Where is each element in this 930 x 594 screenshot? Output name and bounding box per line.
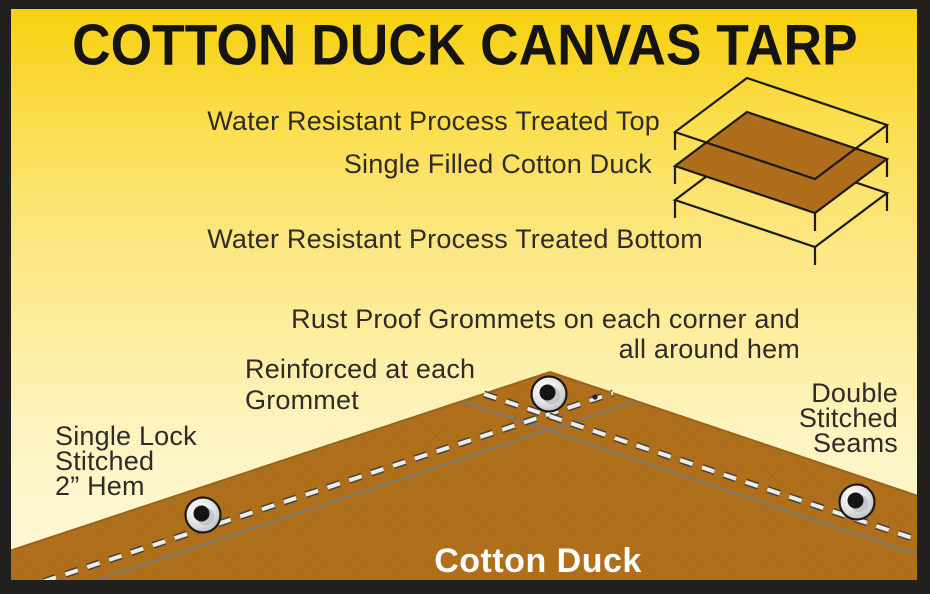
label-water-resistant-bottom: Water Resistant Process Treated Bottom bbox=[207, 224, 703, 254]
label-single-lock-hem: Single Lock Stitched 2” Hem bbox=[55, 421, 197, 501]
label-line: Double bbox=[811, 378, 898, 408]
page-title-text: COTTON DUCK CANVAS TARP bbox=[72, 12, 858, 78]
tarp-material-label: Cotton Duck bbox=[434, 542, 642, 580]
seam-line-left bbox=[51, 400, 638, 594]
label-line: Rust Proof Grommets on each corner and bbox=[291, 304, 800, 334]
seam-line-right bbox=[461, 400, 930, 560]
label-reinforced-grommet: Reinforced at each Grommet bbox=[245, 354, 475, 416]
label-line: Stitched bbox=[798, 403, 898, 433]
stitch-dashes-left bbox=[0, 391, 614, 594]
stitch-dot bbox=[592, 394, 598, 400]
label-single-filled-cotton-duck: Single Filled Cotton Duck bbox=[343, 149, 652, 179]
canvas-layers-icon bbox=[672, 76, 890, 265]
page-title: COTTON DUCK CANVAS TARP bbox=[0, 12, 930, 78]
layer-middle-legs bbox=[673, 159, 889, 231]
label-line: Grommet bbox=[245, 385, 359, 415]
label-line: Seams bbox=[812, 428, 898, 458]
label-line: 2” Hem bbox=[55, 471, 145, 501]
grommet-icon-top bbox=[530, 375, 568, 413]
grommet-icon-right bbox=[838, 483, 876, 521]
label-water-resistant-top: Water Resistant Process Treated Top bbox=[207, 106, 660, 136]
label-double-stitched-seams: Double Stitched Seams bbox=[798, 378, 898, 458]
tarp-corner bbox=[0, 370, 930, 594]
layer-top-legs bbox=[673, 125, 889, 150]
label-rust-proof-grommets: Rust Proof Grommets on each corner and a… bbox=[291, 304, 800, 364]
tarp-edge bbox=[0, 370, 930, 555]
label-line: Single Lock bbox=[55, 421, 197, 451]
layer-middle-filled bbox=[672, 110, 890, 215]
grommet-icon-left bbox=[184, 496, 222, 534]
label-line: all around hem bbox=[618, 334, 800, 364]
label-line: Stitched bbox=[55, 446, 155, 476]
layer-bottom-legs bbox=[673, 193, 889, 265]
layer-top-outline bbox=[672, 76, 890, 181]
label-line: Reinforced at each bbox=[245, 354, 476, 384]
tarp-texture bbox=[0, 372, 930, 594]
